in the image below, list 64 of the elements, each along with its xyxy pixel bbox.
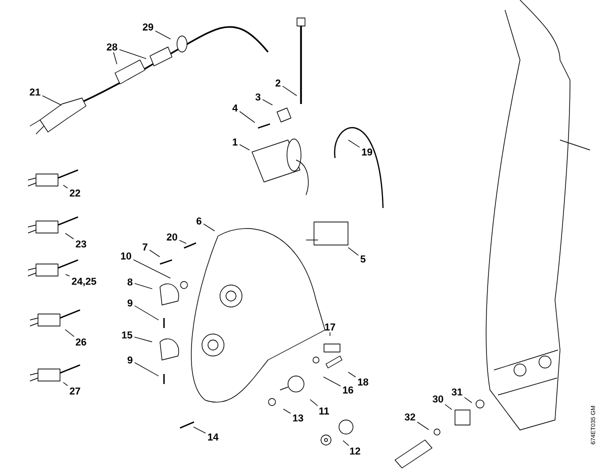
leader-line (417, 422, 430, 430)
callout-number: 20 (166, 233, 178, 241)
leader-line (323, 376, 341, 386)
leader-line (149, 250, 160, 258)
callout-number: 32 (404, 413, 416, 421)
callout-number: 21 (30, 88, 40, 96)
leader-line (203, 224, 215, 232)
leader-line (62, 382, 68, 386)
callout-number: 17 (325, 324, 336, 330)
leader-line (464, 397, 472, 404)
callout-number: 26 (76, 338, 86, 346)
leader-line (134, 362, 159, 376)
leader-line (179, 240, 187, 244)
callout-number: 2 (276, 80, 280, 86)
leader-line (348, 140, 360, 148)
callout-number: 22 (70, 190, 80, 196)
leader-line (444, 404, 452, 410)
callout-number: 27 (70, 388, 80, 394)
callout-number: 12 (350, 448, 360, 454)
leader-line (310, 399, 318, 406)
leader-line (134, 305, 159, 320)
leader-line (65, 274, 70, 276)
callout-number: 24,25 (72, 278, 96, 286)
callout-number: 29 (142, 23, 154, 31)
leader-line (119, 49, 147, 60)
leader-line (282, 86, 298, 96)
leader-line (42, 95, 62, 106)
callout-number: 15 (122, 332, 132, 338)
callout-number: 28 (106, 43, 118, 51)
callout-number: 9 (128, 356, 132, 364)
leader-line (283, 408, 291, 414)
leader-line (239, 144, 250, 150)
leader-line (155, 30, 171, 40)
leader-line (134, 283, 153, 290)
callout-number: 13 (293, 414, 304, 422)
leader-line (193, 426, 206, 434)
callout-number: 11 (319, 408, 330, 414)
leader-line (64, 232, 74, 240)
leader-line (134, 336, 152, 342)
callout-number: 5 (360, 256, 366, 262)
leader-line (64, 329, 74, 337)
leader-line (348, 247, 359, 256)
callout-number: 8 (128, 278, 132, 286)
callout-number: 3 (255, 93, 260, 101)
leader-line (342, 440, 350, 446)
callout-number: 6 (196, 217, 202, 225)
leader-line (348, 372, 356, 378)
callout-number: 14 (208, 434, 218, 440)
leader-line (262, 99, 273, 106)
callout-number: 7 (142, 244, 148, 250)
leader-line (239, 111, 256, 123)
callout-number: 1 (232, 138, 238, 146)
callout-number: 16 (343, 386, 354, 394)
callout-number: 18 (358, 378, 368, 386)
callout-number: 30 (432, 395, 444, 403)
callout-number: 10 (121, 252, 132, 260)
leader-line (133, 259, 171, 279)
leader-line (62, 184, 68, 188)
callout-number: 19 (362, 148, 372, 156)
callout-number: 23 (76, 240, 86, 248)
callout-number: 4 (232, 104, 238, 112)
callout-number: 31 (452, 388, 462, 396)
leader-line (113, 52, 118, 65)
callout-number: 9 (128, 299, 132, 307)
